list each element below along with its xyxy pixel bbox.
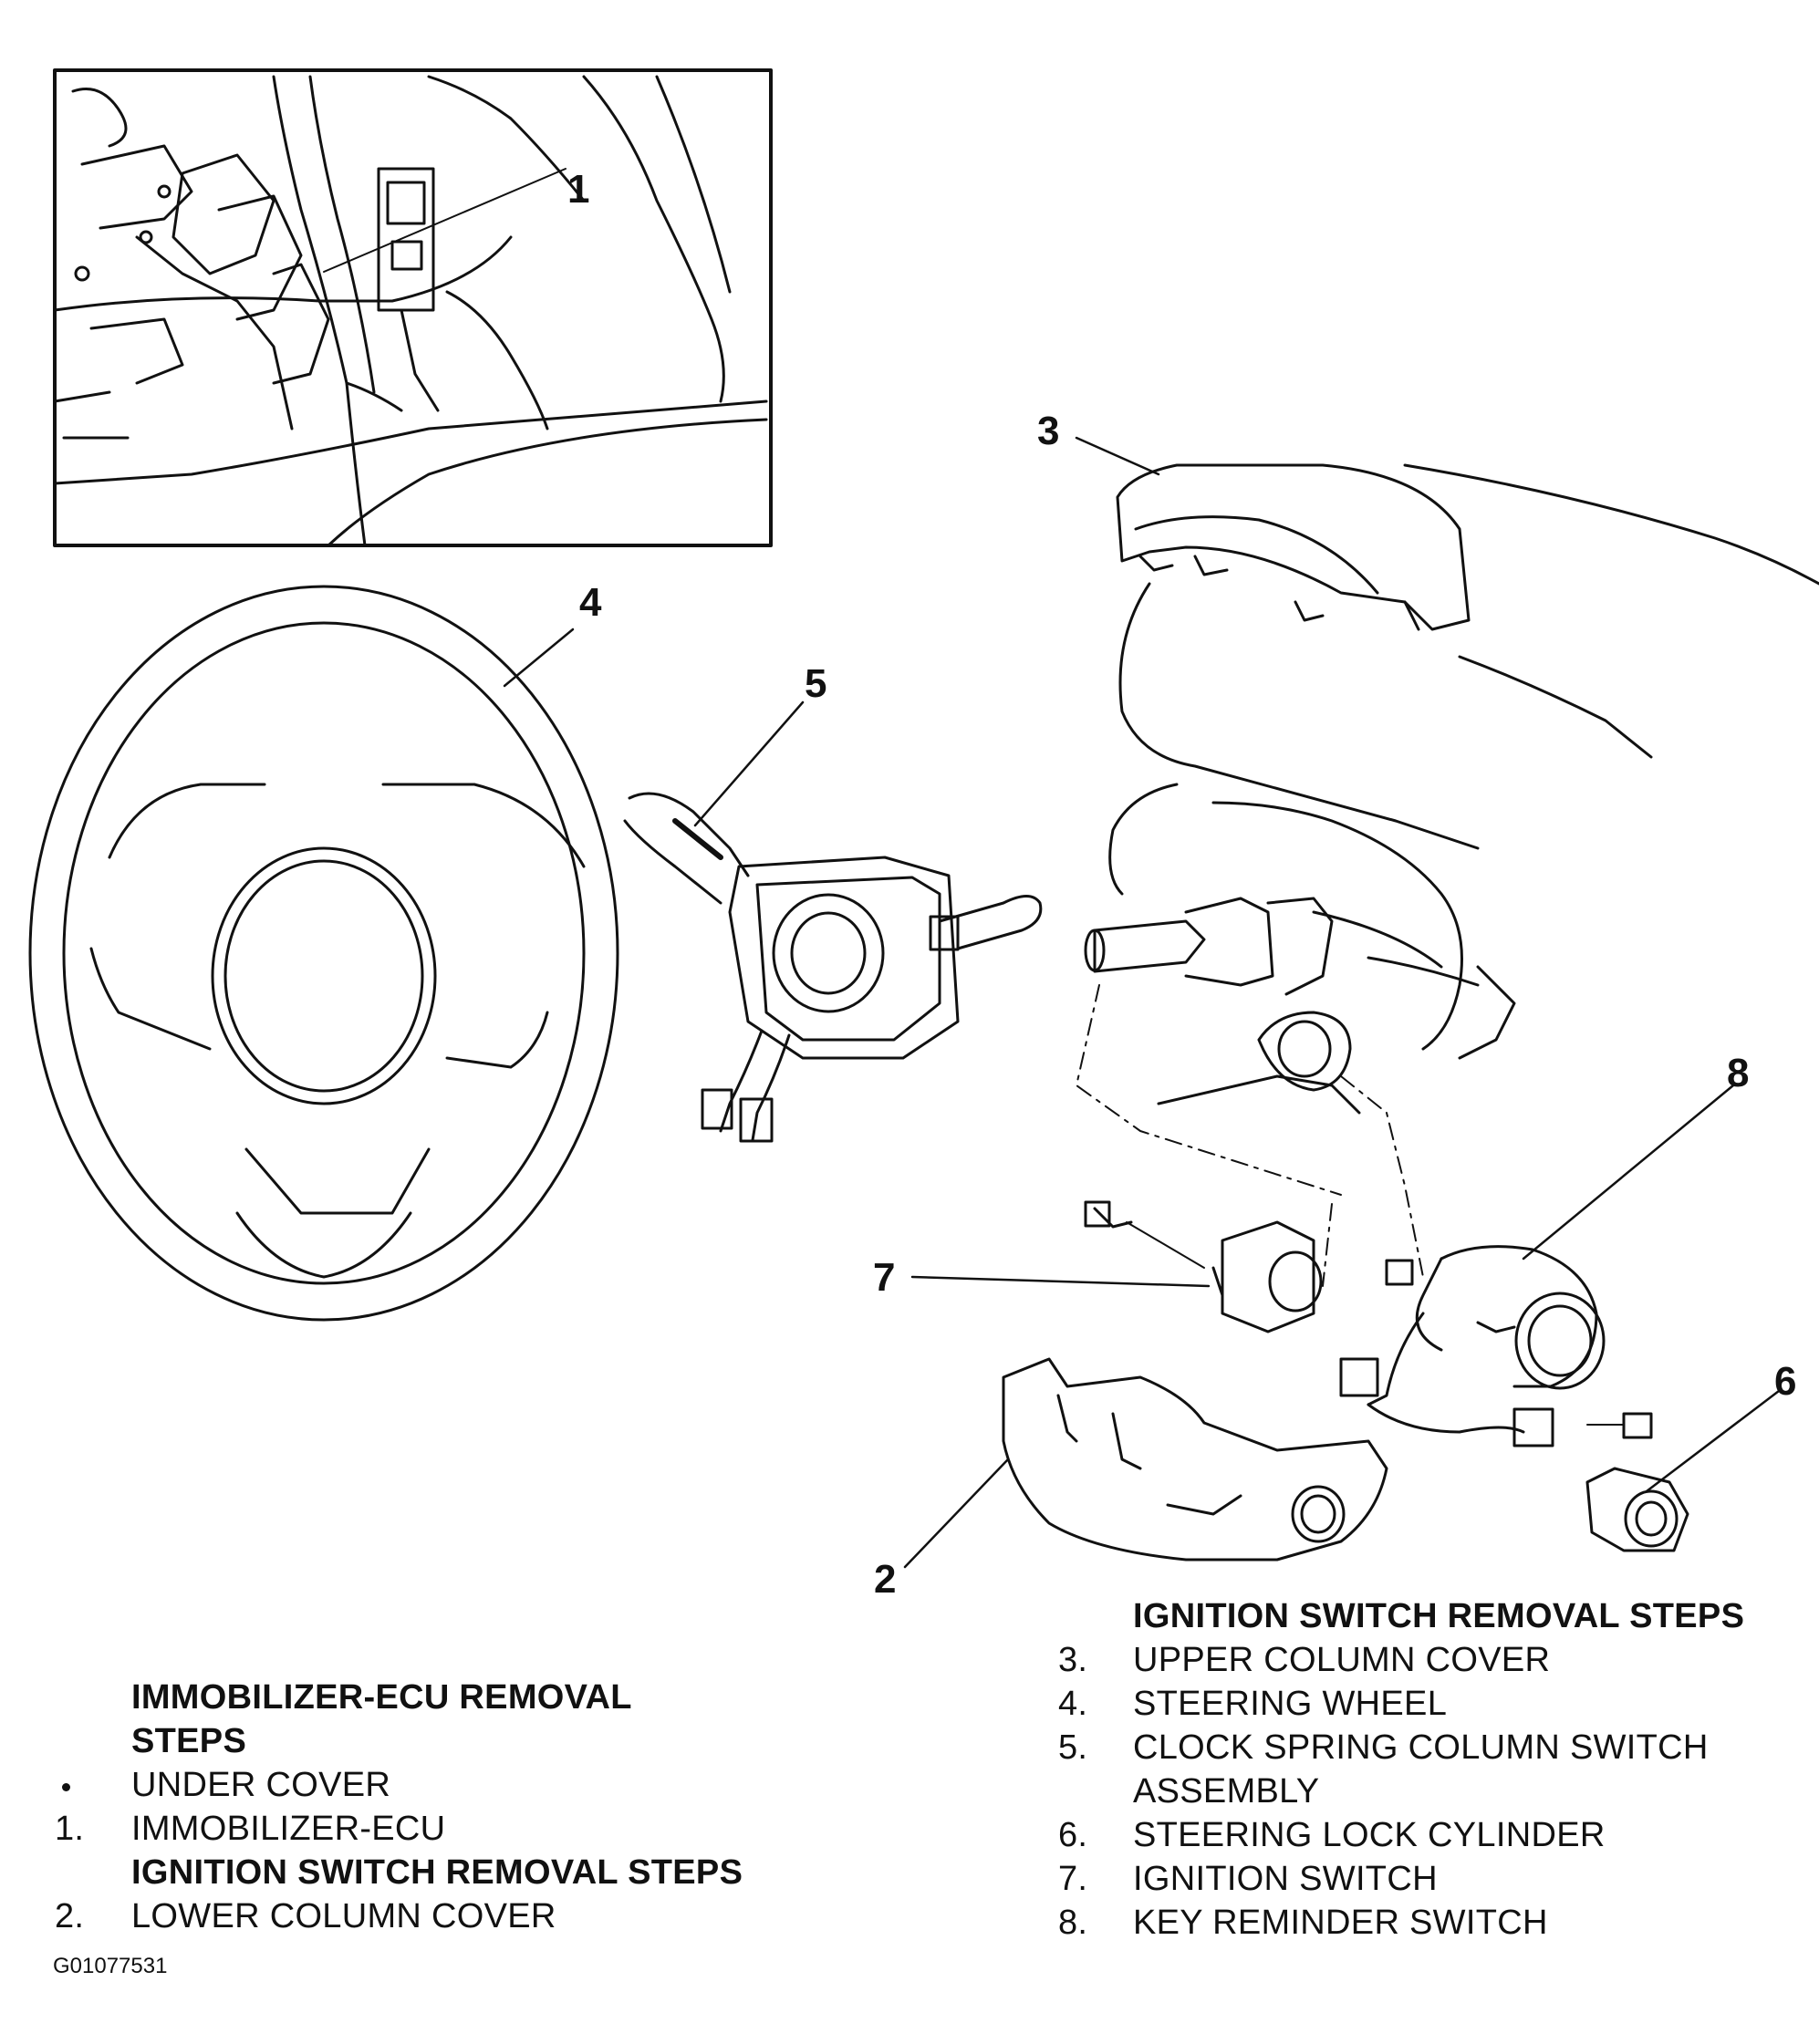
exploded-view-diagram bbox=[28, 68, 1819, 1569]
legend-heading: IMMOBILIZER-ECU REMOVAL bbox=[131, 1678, 632, 1717]
legend-item: UPPER COLUMN COVER bbox=[1133, 1641, 1551, 1679]
legend-item-number: 5. bbox=[1058, 1728, 1088, 1767]
bullet-icon bbox=[62, 1783, 70, 1791]
leader-lines bbox=[503, 436, 1781, 1569]
ignition-switch-drawing bbox=[1084, 1200, 1323, 1333]
callout-8: 8 bbox=[1727, 1051, 1750, 1095]
legend-item: KEY REMINDER SWITCH bbox=[1133, 1904, 1548, 1942]
callout-6: 6 bbox=[1774, 1359, 1797, 1404]
legend-item-number: 8. bbox=[1058, 1904, 1088, 1942]
legend-heading-cont: STEPS bbox=[131, 1722, 247, 1760]
alignment-lines bbox=[1076, 984, 1424, 1287]
legend-item: IMMOBILIZER-ECU bbox=[131, 1810, 446, 1848]
legend-item: STEERING WHEEL bbox=[1133, 1685, 1448, 1723]
legend-item: STEERING LOCK CYLINDER bbox=[1133, 1816, 1606, 1854]
legend-item-number: 6. bbox=[1058, 1816, 1088, 1854]
callout-1: 1 bbox=[567, 167, 590, 212]
legend-item: CLOCK SPRING COLUMN SWITCH bbox=[1133, 1728, 1709, 1767]
callout-4: 4 bbox=[579, 580, 602, 625]
immobilizer-ecu-removal-legend: IMMOBILIZER-ECU REMOVAL STEPS UNDER COVE… bbox=[55, 1676, 839, 1938]
legend-heading: IGNITION SWITCH REMOVAL STEPS bbox=[131, 1853, 743, 1892]
legend-item-number: 1. bbox=[55, 1810, 85, 1848]
steering-column-drawing bbox=[1084, 463, 1819, 1115]
steering-lock-cylinder-drawing bbox=[1585, 1467, 1689, 1552]
legend-item-number: 3. bbox=[1058, 1641, 1088, 1679]
legend-item: IGNITION SWITCH bbox=[1133, 1860, 1438, 1898]
callout-2: 2 bbox=[874, 1557, 897, 1602]
legend-item-number: 2. bbox=[55, 1897, 85, 1935]
callout-7: 7 bbox=[873, 1255, 896, 1300]
legend-heading: IGNITION SWITCH REMOVAL STEPS bbox=[1133, 1597, 1745, 1635]
legend-item-number: 7. bbox=[1058, 1860, 1088, 1898]
legend-item: ASSEMBLY bbox=[1133, 1772, 1320, 1811]
steering-wheel-drawing bbox=[28, 585, 619, 1322]
inset-ecu-location bbox=[53, 68, 773, 547]
ignition-switch-removal-legend: IGNITION SWITCH REMOVAL STEPS 3. UPPER CO… bbox=[1058, 1594, 1788, 1945]
callout-3: 3 bbox=[1037, 409, 1060, 453]
clock-spring-drawing bbox=[623, 792, 1043, 1143]
key-reminder-switch-drawing bbox=[1339, 1245, 1653, 1447]
upper-column-cover-drawing bbox=[1116, 463, 1471, 631]
legend-item: LOWER COLUMN COVER bbox=[131, 1897, 556, 1935]
lower-column-cover-drawing bbox=[1002, 1357, 1388, 1562]
legend-item-number: 4. bbox=[1058, 1685, 1088, 1723]
figure-id: G01077531 bbox=[53, 1954, 168, 1978]
callout-5: 5 bbox=[805, 661, 827, 706]
legend-item: UNDER COVER bbox=[131, 1766, 391, 1804]
